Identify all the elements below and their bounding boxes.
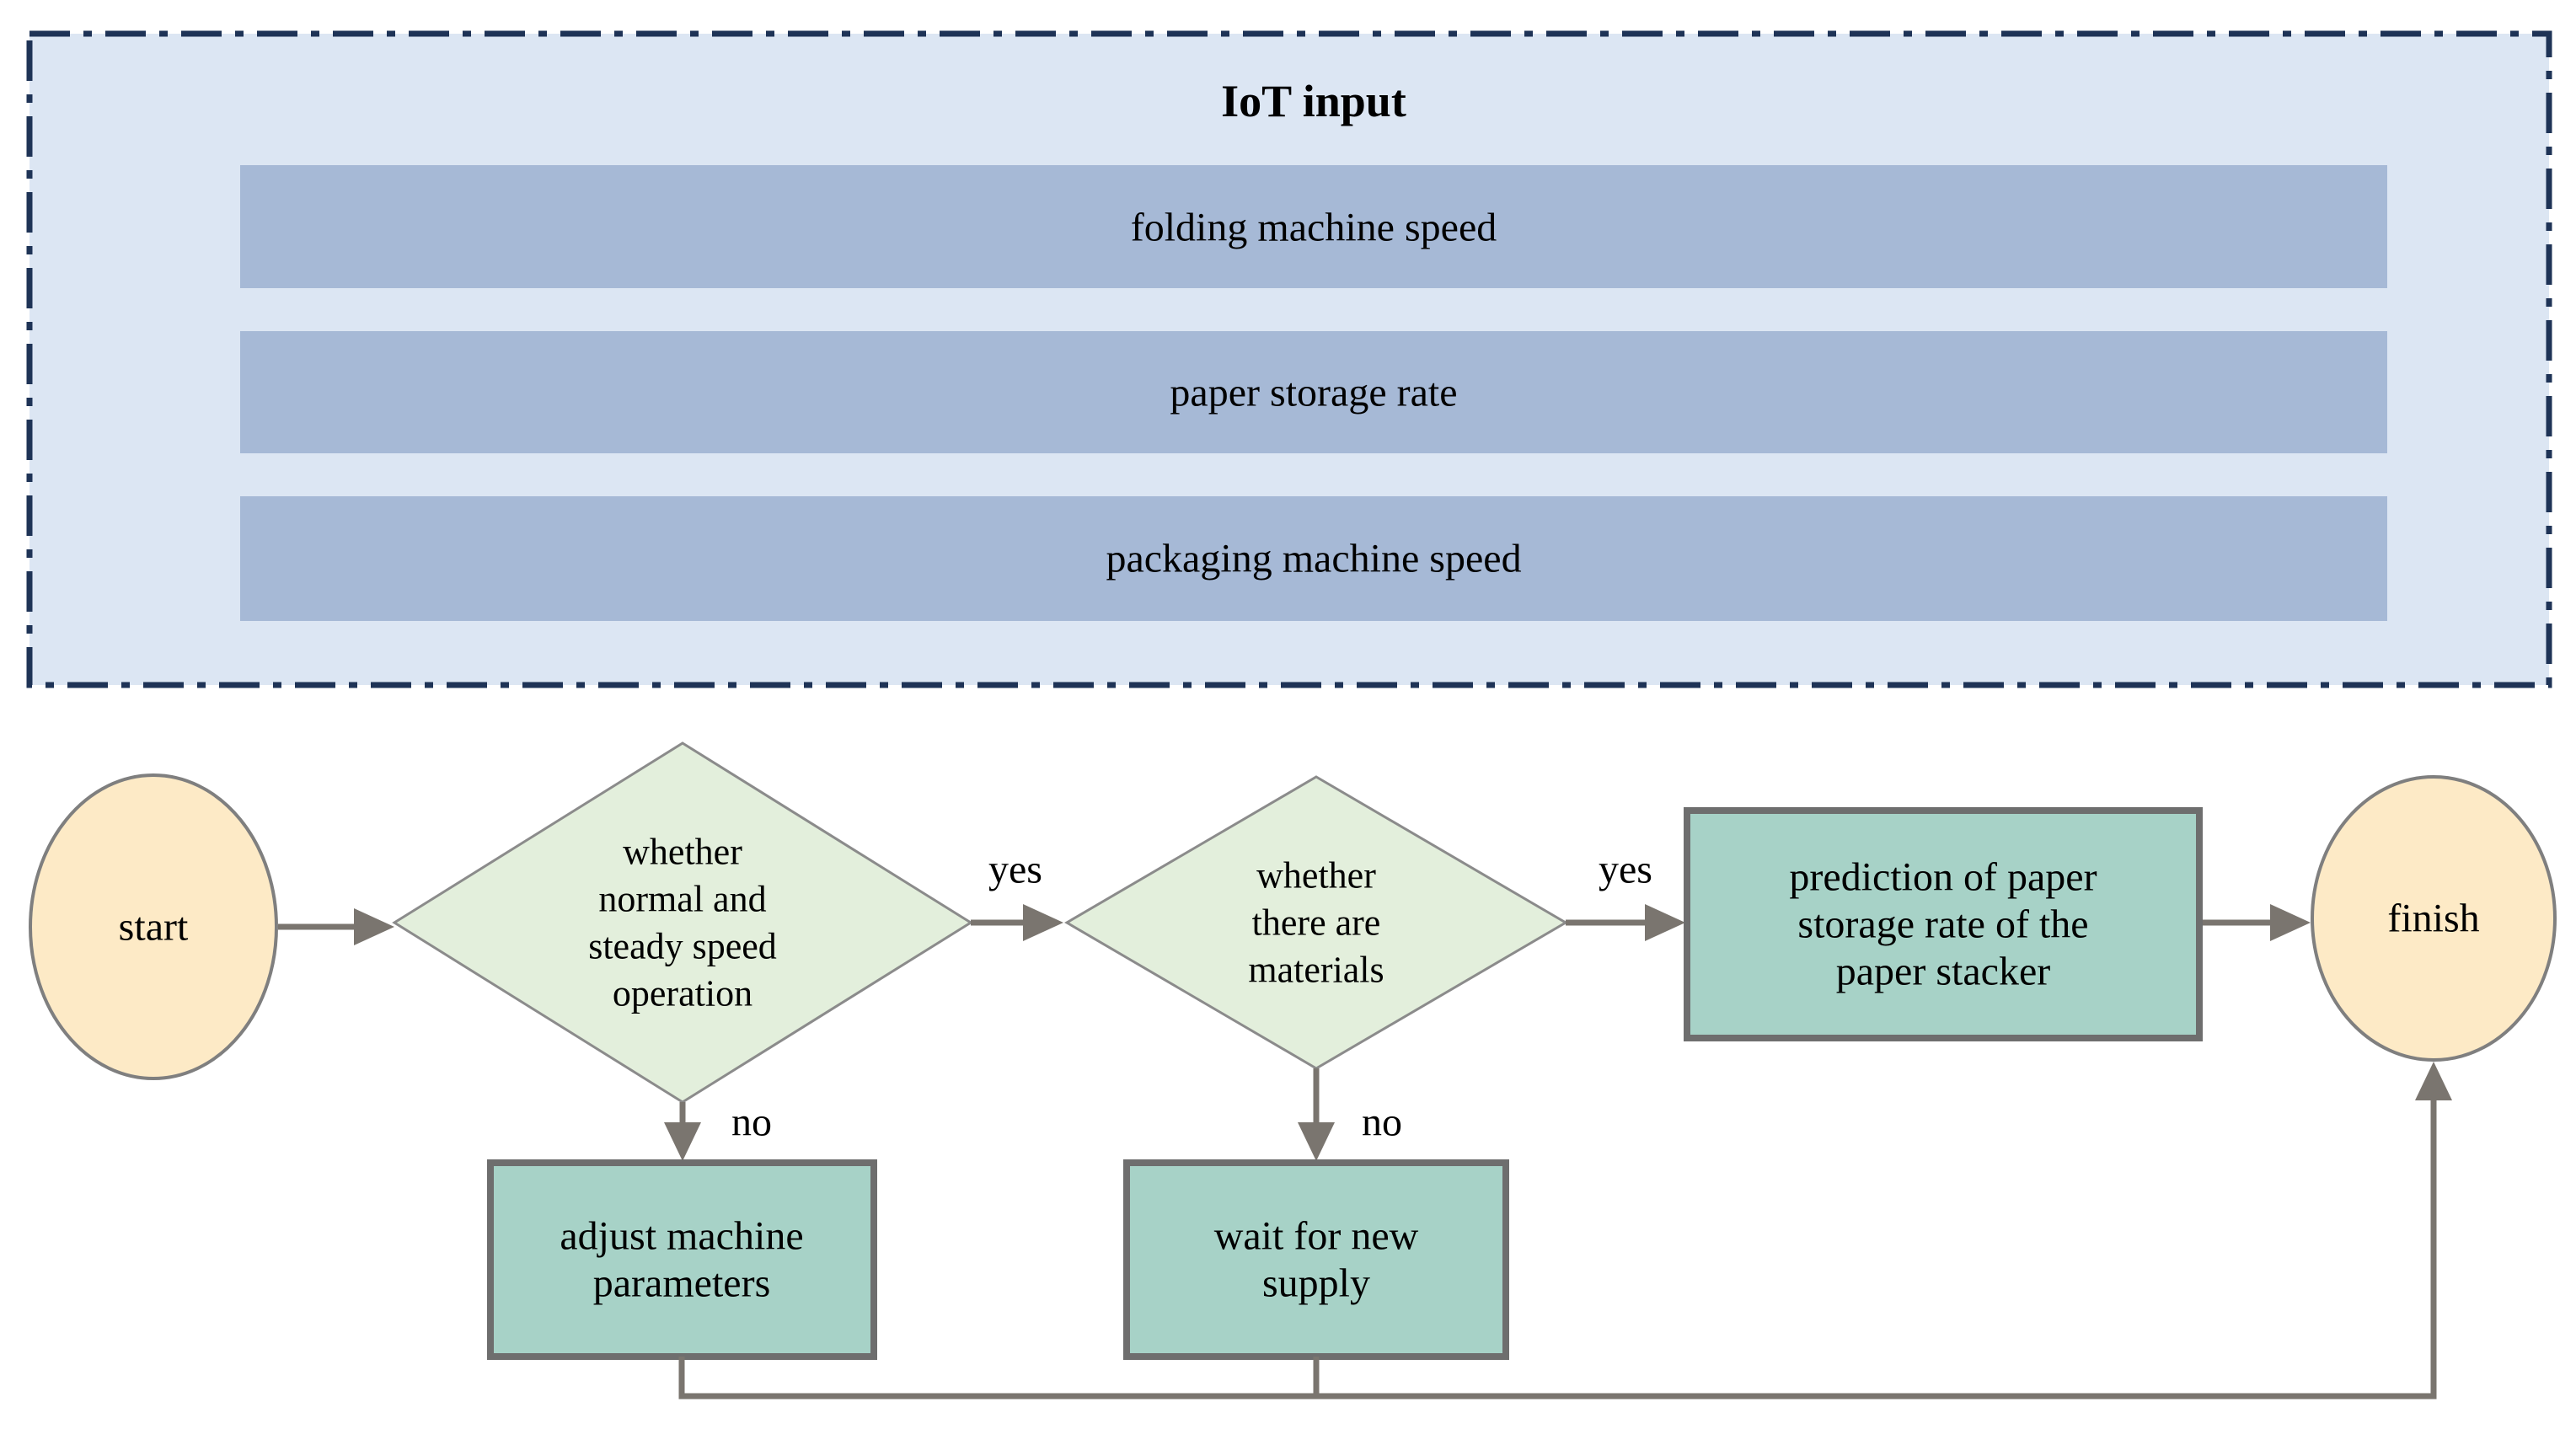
arrowhead-decision2-to-prediction bbox=[1645, 904, 1685, 941]
decision1-line-1: whether bbox=[623, 832, 742, 873]
adjust-line-2: parameters bbox=[593, 1261, 771, 1306]
prediction-line-1: prediction of paper bbox=[1789, 855, 2097, 900]
arrowhead-return-to-finish bbox=[2415, 1062, 2452, 1100]
wait-line-2: supply bbox=[1262, 1261, 1370, 1306]
adjust-line-1: adjust machine bbox=[560, 1214, 803, 1259]
arrowhead-decision1-to-adjust bbox=[664, 1122, 701, 1161]
branch-label-yes-1: yes bbox=[988, 848, 1042, 892]
arrowhead-start-to-decision1 bbox=[354, 908, 394, 945]
iot-bar-label: paper storage rate bbox=[1170, 371, 1457, 415]
branch-label-no-2: no bbox=[1362, 1100, 1402, 1145]
decision1-node bbox=[392, 741, 973, 1104]
finish-node bbox=[2311, 775, 2557, 1062]
iot-bar bbox=[240, 496, 2387, 621]
start-label: start bbox=[119, 905, 189, 950]
iot-bar-label: packaging machine speed bbox=[1106, 537, 1521, 581]
decision1-line-3: steady speed bbox=[588, 926, 777, 967]
start-node bbox=[29, 773, 278, 1080]
iot-bar bbox=[240, 331, 2387, 453]
iot-panel-dashdot-border bbox=[26, 30, 2552, 688]
prediction-line-3: paper stacker bbox=[1836, 950, 2051, 994]
arrowhead-decision1-to-decision2 bbox=[1023, 904, 1063, 941]
arrowhead-decision2-to-wait bbox=[1298, 1122, 1335, 1161]
wait-line-1: wait for new bbox=[1214, 1214, 1419, 1259]
iot-bar-row-1: folding machine speed bbox=[240, 165, 2387, 288]
wait-node bbox=[1123, 1159, 1509, 1360]
iot-bar-row-3: packaging machine speed bbox=[240, 496, 2387, 621]
prediction-line-2: storage rate of the bbox=[1797, 902, 2088, 947]
decision1-line-2: normal and bbox=[598, 879, 766, 920]
arrowhead-prediction-to-finish bbox=[2270, 904, 2311, 941]
iot-panel-title: IoT input bbox=[1221, 76, 1406, 126]
branch-label-no-1: no bbox=[731, 1100, 772, 1145]
decision2-line-1: whether bbox=[1256, 855, 1376, 896]
iot-bar-row-2: paper storage rate bbox=[240, 331, 2387, 453]
decision2-line-2: there are bbox=[1252, 902, 1381, 944]
iot-bar bbox=[240, 165, 2387, 288]
prediction-node bbox=[1684, 807, 2203, 1041]
branch-label-yes-2: yes bbox=[1599, 848, 1652, 892]
iot-bar-label: folding machine speed bbox=[1131, 206, 1497, 250]
adjust-node bbox=[487, 1159, 877, 1360]
return-line-to-finish bbox=[678, 1097, 2437, 1400]
decision1-line-4: operation bbox=[613, 973, 752, 1014]
decision2-line-3: materials bbox=[1248, 950, 1384, 991]
finish-label: finish bbox=[2387, 896, 2479, 941]
